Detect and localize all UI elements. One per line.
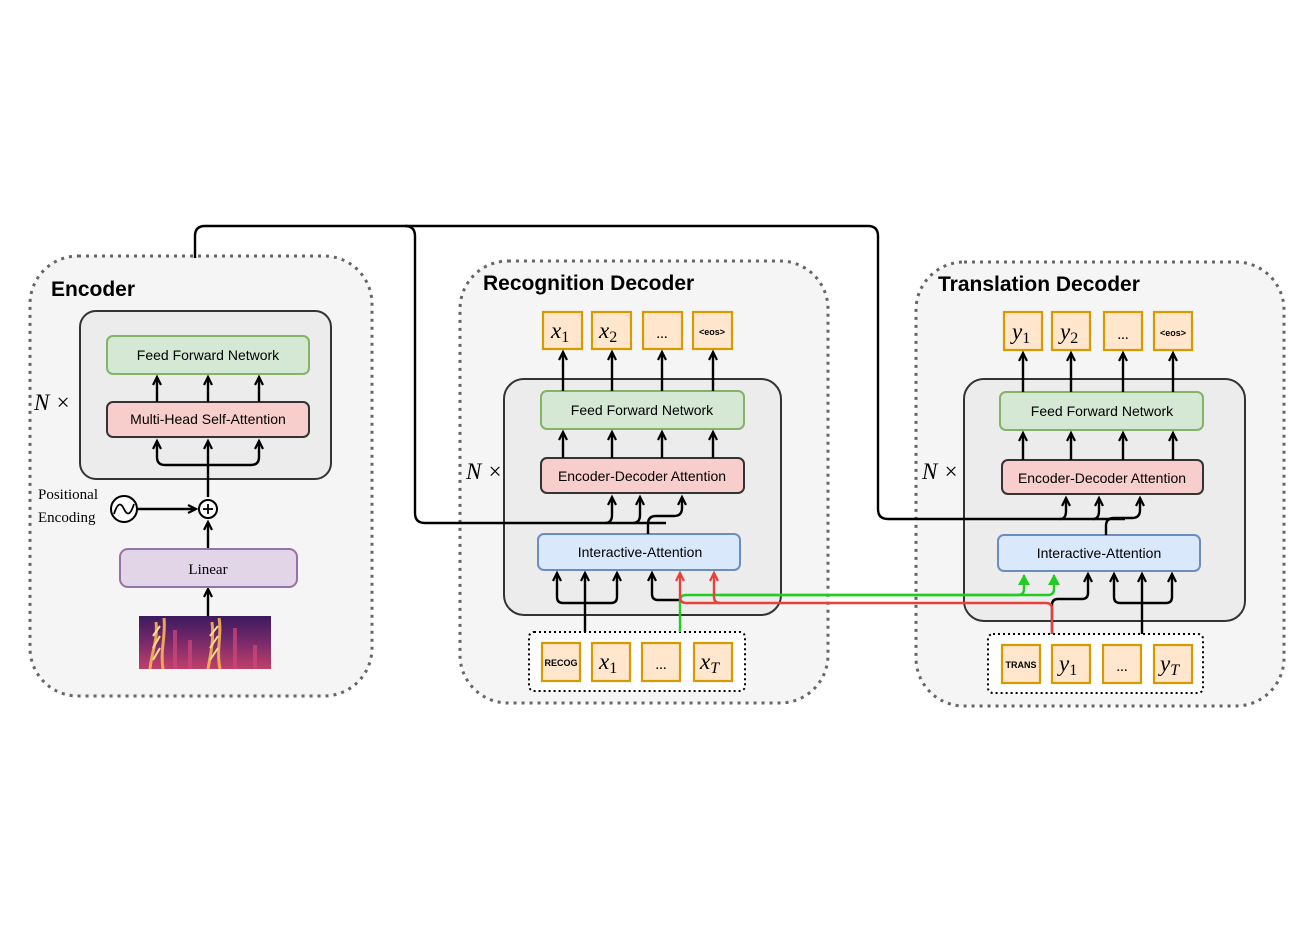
translation-eda-label: Encoder-Decoder Attention [1018, 470, 1186, 486]
token-box [1102, 310, 1144, 352]
translation-ia-label: Interactive-Attention [1037, 545, 1162, 561]
token-eos: <eos> [699, 327, 725, 337]
recognition-input-tokens: RECOG x1 ... xT [540, 641, 734, 683]
token-box [691, 310, 734, 351]
token-box [692, 641, 734, 683]
encoder-arrows [137, 374, 264, 628]
recognition-ffn-label: Feed Forward Network [571, 402, 714, 418]
translation-output-tokens: y1 y2 ... <eos> [1002, 310, 1194, 352]
linear-box [119, 548, 298, 588]
token-box [541, 310, 584, 351]
token-box [1101, 643, 1143, 685]
spectrogram-image [139, 616, 271, 670]
recognition-arrows [552, 349, 718, 632]
token-ellipsis-input: ... [1116, 659, 1127, 675]
token-yT-input: yT [1158, 651, 1180, 679]
encoder-output-wires [193, 224, 1125, 525]
token-recog: RECOG [544, 658, 577, 668]
token-box [641, 310, 684, 351]
translation-ia-box [997, 534, 1201, 572]
token-box [540, 641, 582, 683]
translation-arrows [1018, 350, 1178, 634]
token-y2: y2 [1058, 319, 1078, 347]
plus-circle-icon [198, 499, 218, 519]
sine-wave-icon [110, 495, 138, 523]
recognition-ia-label: Interactive-Attention [578, 544, 703, 560]
token-box [1050, 643, 1092, 685]
token-x2: x2 [598, 318, 617, 346]
translation-repeat-label: N × [921, 459, 959, 484]
token-box [1050, 310, 1092, 352]
linear-label: Linear [188, 562, 227, 578]
recognition-output-tokens: x1 x2 ... <eos> [541, 310, 734, 351]
token-trans: TRANS [1006, 660, 1037, 670]
token-ellipsis-input: ... [655, 657, 666, 673]
translation-input-tokens: TRANS y1 ... yT [1000, 643, 1194, 685]
token-ellipsis: ... [656, 326, 667, 342]
encoder-title: Encoder [51, 278, 135, 301]
recognition-input-group [528, 631, 746, 692]
encoder-mhsa-label: Multi-Head Self-Attention [130, 411, 286, 427]
recognition-decoder-title: Recognition Decoder [483, 272, 694, 295]
encoder-repeat-label: N × [33, 390, 71, 415]
token-box [590, 310, 633, 351]
token-y1-input: y1 [1057, 651, 1077, 679]
token-box [640, 641, 682, 683]
recognition-ffn-box [540, 390, 745, 430]
recognition-repeat-label: N × [465, 459, 503, 484]
translation-decoder-title: Translation Decoder [938, 273, 1140, 296]
red-interaction-flow [675, 570, 1054, 634]
token-box [590, 641, 632, 683]
token-box [1002, 310, 1044, 352]
token-xT-input: xT [699, 649, 720, 677]
token-box [1152, 310, 1194, 352]
token-x1: x1 [550, 318, 569, 346]
positional-label-line2: Encoding [38, 510, 96, 526]
recognition-eda-label: Encoder-Decoder Attention [558, 468, 726, 484]
token-box [1152, 643, 1194, 685]
recognition-ia-box [537, 533, 741, 571]
token-eos: <eos> [1160, 328, 1186, 338]
token-y1: y1 [1010, 319, 1030, 347]
recognition-eda-box [540, 457, 745, 494]
translation-input-group [987, 633, 1204, 694]
token-ellipsis: ... [1117, 327, 1128, 343]
token-x1-input: x1 [598, 649, 617, 677]
positional-label-line1: Positional [38, 487, 98, 503]
encoder-ffn-label: Feed Forward Network [137, 347, 280, 363]
token-box [1000, 643, 1042, 685]
encoder-ffn-box [106, 335, 310, 375]
translation-eda-box [1001, 459, 1204, 495]
translation-ffn-box [999, 391, 1204, 431]
translation-ffn-label: Feed Forward Network [1031, 403, 1174, 419]
